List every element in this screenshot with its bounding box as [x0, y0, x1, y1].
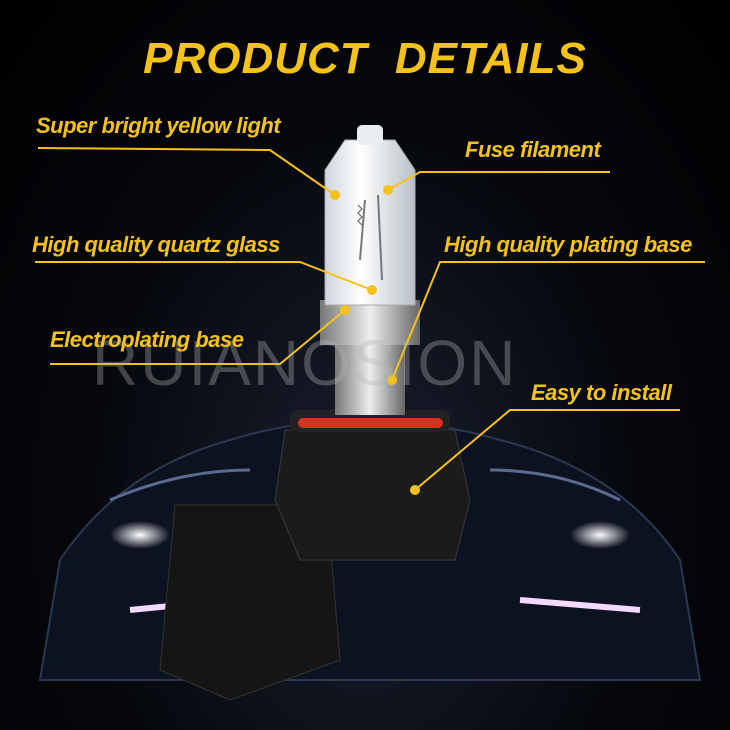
- page-title: PRODUCT DETAILS: [143, 34, 587, 83]
- leader-lines: [35, 147, 705, 495]
- bulb: [320, 125, 420, 415]
- label-quartz-glass: High quality quartz glass: [32, 232, 280, 257]
- label-super-bright: Super bright yellow light: [36, 113, 281, 138]
- watermark: RUIANOSION: [92, 327, 518, 399]
- label-plating-base: High quality plating base: [444, 232, 692, 257]
- label-fuse-filament: Fuse filament: [465, 137, 601, 162]
- bulb-connector: [159, 410, 471, 701]
- label-electroplating-base: Electroplating base: [50, 327, 244, 352]
- label-easy-install: Easy to install: [531, 380, 672, 405]
